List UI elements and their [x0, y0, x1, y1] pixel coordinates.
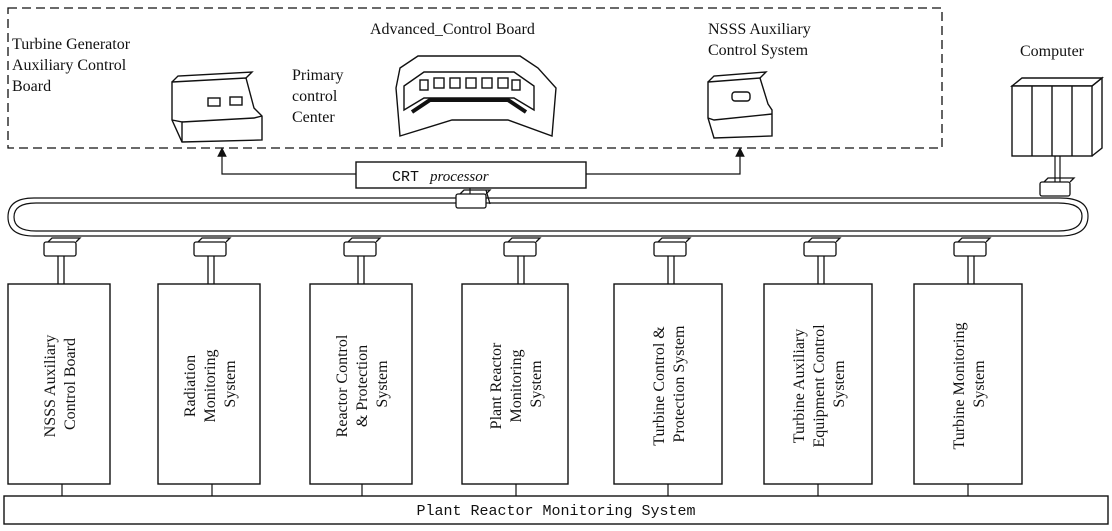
turbine-generator-console-icon [172, 72, 262, 142]
subsystem-couplers [44, 238, 990, 284]
ring-coupler-crt [456, 190, 490, 208]
computer-label: Computer [1020, 43, 1085, 60]
crt-to-turbine-console-arrow [222, 152, 356, 174]
turbine-generator-board-label: Turbine Generator Auxiliary Control Boar… [12, 36, 134, 95]
ring-network-inner [14, 203, 1082, 231]
bus-drops [62, 484, 968, 496]
nsss-auxiliary-control-label: NSSS Auxiliary Control System [708, 21, 815, 59]
crt-to-nsss-console-arrow [586, 152, 740, 174]
subsystem-box-nsss-aux [8, 284, 110, 484]
subsystem-box-turbine-monitoring [914, 284, 1022, 484]
crt-processor-label: CRT processor [392, 169, 489, 186]
ring-coupler-computer [1040, 178, 1074, 196]
advanced-control-board-icon [396, 56, 556, 136]
advanced-control-board-label: Advanced_Control Board [370, 21, 535, 38]
primary-control-center-label: Primary control Center [292, 67, 348, 126]
computer-icon [1012, 78, 1102, 156]
plant-reactor-bus-label: Plant Reactor Monitoring System [416, 503, 695, 520]
nsss-auxiliary-console-icon [708, 72, 772, 138]
ring-network [8, 198, 1088, 236]
subsystem-box-turbine-control [614, 284, 722, 484]
